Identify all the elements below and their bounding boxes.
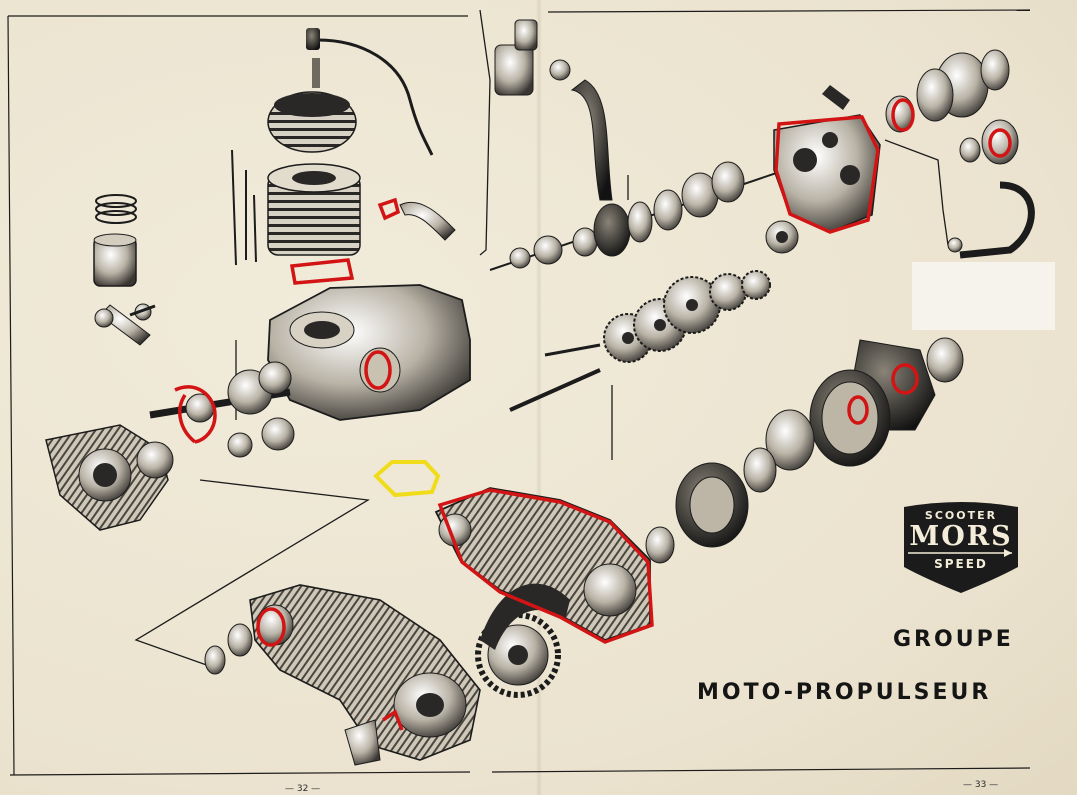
page-number-right: — 33 —: [963, 780, 999, 790]
badge-bottom-text: SPEED: [934, 557, 988, 571]
left-crankcase-cover: [45, 424, 169, 531]
spark-plug-lead: [306, 28, 434, 156]
bearings-left: [136, 361, 295, 479]
page-number-left: — 32 —: [285, 784, 321, 794]
badge-shape: [904, 502, 1018, 593]
badge-brand-text: MORS: [909, 521, 1013, 552]
red-highlights: [174, 98, 1012, 731]
clutch-drum: [885, 49, 1019, 165]
carburettor: [494, 19, 571, 96]
cylinder-barrel: [267, 163, 361, 256]
gear-cluster: [509, 270, 771, 412]
cylinder-studs: [231, 149, 257, 266]
rear-sprocket: [475, 583, 570, 698]
crankcase: [267, 284, 471, 421]
exhaust-elbow: [399, 201, 456, 241]
gearbox-plate: [773, 114, 881, 233]
title-line-1: GROUPE: [893, 627, 1014, 652]
title-line-2: MOTO-PROPULSEUR: [697, 680, 992, 705]
page-frame-lines: [7, 9, 1031, 776]
intake-pipe: [570, 79, 613, 201]
mors-speed-badge: SCOOTER MORS SPEED: [896, 501, 1026, 595]
lower-crankcase-half: [204, 584, 481, 766]
leader-lines: [134, 9, 949, 669]
upper-shaft-parts: [489, 161, 801, 271]
chain-case: [434, 487, 651, 641]
cylinder-head: [267, 91, 357, 153]
yellow-gasket-highlight: [373, 460, 441, 498]
piston-assembly: [93, 194, 156, 346]
paper-patch: [912, 262, 1055, 330]
kickstart-lever: [822, 85, 1035, 259]
selector-star: [765, 220, 799, 254]
badge-top-text: SCOOTER: [924, 509, 998, 522]
